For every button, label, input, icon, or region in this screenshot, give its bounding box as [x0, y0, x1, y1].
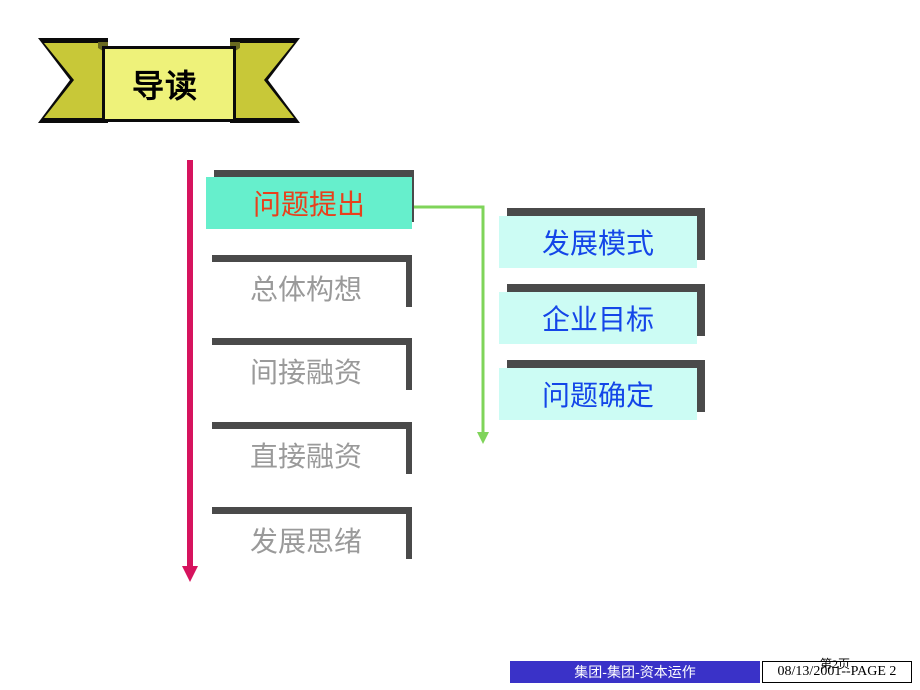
nav-item-indirect-financing[interactable]: 间接融资 — [206, 338, 412, 397]
nav-item-label: 问题提出 — [206, 177, 412, 229]
nav-item-label: 直接融资 — [206, 429, 406, 481]
title-ribbon-banner — [38, 38, 300, 123]
sub-item-label: 发展模式 — [499, 216, 697, 268]
footer-company-label: 集团-集团-资本运作 — [510, 661, 760, 683]
sub-item-label: 企业目标 — [499, 292, 697, 344]
sub-item-problem-confirmation[interactable]: 问题确定 — [499, 360, 705, 420]
sub-item-label: 问题确定 — [499, 368, 697, 420]
nav-item-label: 总体构想 — [206, 262, 406, 314]
nav-item-overall-concept[interactable]: 总体构想 — [206, 255, 412, 314]
sub-item-development-mode[interactable]: 发展模式 — [499, 208, 705, 268]
nav-item-label: 间接融资 — [206, 345, 406, 397]
banner-title: 导读 — [131, 67, 198, 105]
page-number: 第2页 — [820, 657, 851, 671]
sub-item-enterprise-goal[interactable]: 企业目标 — [499, 284, 705, 344]
nav-item-label: 发展思绪 — [206, 514, 406, 566]
footer-date-page: 08/13/2001--PAGE 2 — [762, 661, 912, 683]
nav-item-question-raise[interactable]: 问题提出 — [206, 170, 414, 229]
nav-item-direct-financing[interactable]: 直接融资 — [206, 422, 412, 481]
nav-item-development-ideas[interactable]: 发展思绪 — [206, 507, 412, 566]
